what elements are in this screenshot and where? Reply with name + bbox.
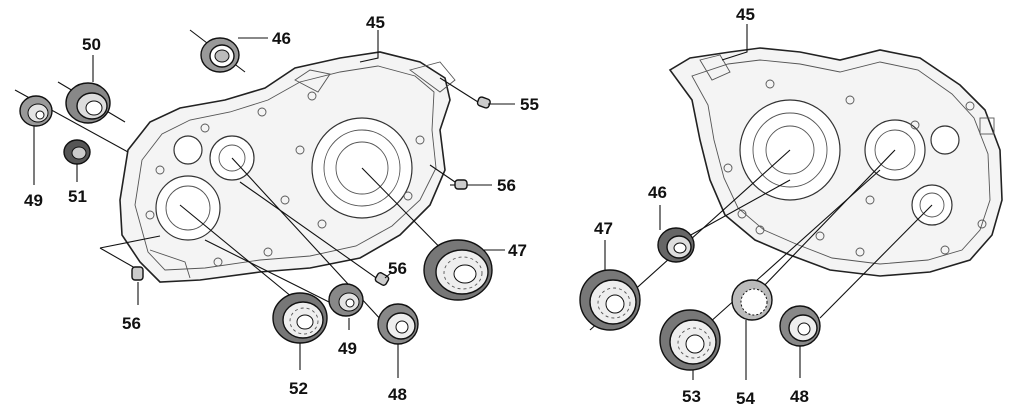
callout-49-middle: 49 [338,339,357,358]
callout-56-lower: 56 [122,314,141,333]
left-crankcase-half [119,51,456,283]
callout-labels: 45 46 50 49 51 55 56 47 56 56 52 49 48 4… [24,5,809,408]
callout-48-left: 48 [388,385,407,404]
needle-bearing-54 [731,279,773,321]
callout-45-left: 45 [366,13,385,32]
callout-leaders [33,24,801,380]
bearing-48-right [779,305,821,347]
seal-51 [63,139,91,165]
dowel-56-b [374,272,390,286]
callout-50: 50 [82,35,101,54]
seal-46-right [657,227,695,263]
callout-48-right: 48 [790,387,809,406]
bearing-48-left [377,303,419,345]
callout-54: 54 [736,389,755,408]
bearing-52 [272,292,328,344]
seal-46-left [200,37,240,73]
callout-52: 52 [289,379,308,398]
assembly-axis-lines [14,29,933,341]
dowel-56-a [454,179,468,190]
bearing-50 [65,82,111,124]
callout-47-right: 47 [594,219,613,238]
seal-49-middle [328,283,364,317]
right-crankcase-half [668,47,1003,277]
dowel-55 [476,96,491,109]
callout-51: 51 [68,187,87,206]
dowel-56-c [131,266,144,281]
callout-55: 55 [520,95,539,114]
bearing-47-right [579,269,641,331]
callout-53: 53 [682,387,701,406]
callout-46-right: 46 [648,183,667,202]
callout-47-left: 47 [508,241,527,260]
left-main-bearing-bore [155,175,221,241]
callout-49-left: 49 [24,191,43,210]
bearing-53 [659,309,721,371]
callout-45-right: 45 [736,5,755,24]
bearing-47-left [423,239,493,301]
callout-56-middle: 56 [388,259,407,278]
callout-46-left: 46 [272,29,291,48]
seal-49-left [19,95,53,127]
callout-56-upper: 56 [497,176,516,195]
